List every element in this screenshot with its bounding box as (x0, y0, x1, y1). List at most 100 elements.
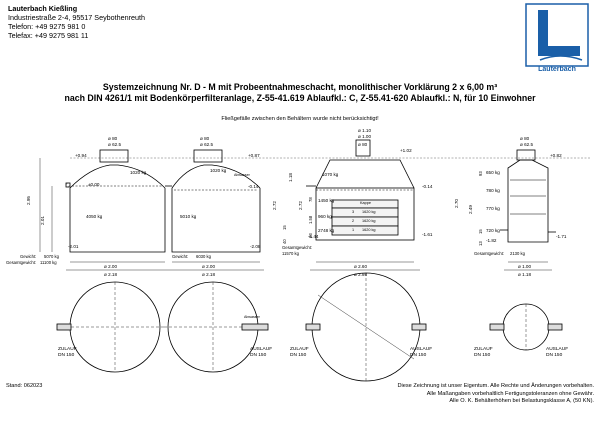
title-line-2: nach DIN 4261/1 mit Bodenkörperfilteranl… (64, 93, 536, 103)
filter-ring-3-weight: 1620 kg (362, 210, 376, 214)
tank-1-gewicht-value: 5070 kg (44, 254, 60, 259)
filter-weight-2: 1450 kg (318, 198, 335, 203)
filter-dim-80: ø 80 (358, 142, 368, 147)
plan-filter-auslauf: AUSLAUF (410, 346, 432, 352)
filter-ring-2-label: 2 (352, 219, 354, 223)
plan-shaft (489, 303, 563, 351)
filter-height-40: 40 (282, 239, 287, 244)
company-address: Industriestraße 2-4, 95517 Seybothenreut… (8, 13, 146, 22)
tank-2-wall (171, 188, 261, 253)
shaft-body (507, 159, 549, 243)
plan-shaft-auslauf-dn: DN 150 (546, 352, 563, 358)
tank-1-weight-body: 4050 kg (86, 214, 103, 219)
plan-tank-1-zulauf: ZULAUF (58, 346, 77, 352)
tank-2-cover (193, 149, 223, 163)
tank-2-dim-80: ø 80 (200, 136, 210, 141)
filter-dim-298: ø 2.98 (354, 272, 367, 277)
tank-2-dim-218: ø 2.18 (202, 272, 215, 277)
title-line-1: Systemzeichnung Nr. D - M mit Probeentna… (102, 82, 498, 92)
plan-shaft-auslauf: AUSLAUF (546, 346, 568, 352)
shaft-gesamt-value: 2130 kg (510, 251, 526, 256)
shaft-height-15: 15 (478, 229, 483, 234)
filter-dim-260: ø 2.60 (354, 264, 367, 269)
footer-line-2: Alle Maßangaben vorbehaltlich Fertigungs… (426, 390, 594, 397)
plan-shaft-zulauf: ZULAUF (474, 346, 493, 352)
shaft-height-13: 13 (478, 241, 483, 246)
shaft-cover (516, 149, 536, 161)
tank-1-weight-cone: 1020 kg (130, 170, 147, 175)
shaft-weight-1: 650 kg (486, 170, 500, 175)
tank-1-gesamt-label: Gesamtgewicht: (6, 260, 36, 265)
plan-tank-1 (56, 281, 164, 373)
filter-ring-2-weight: 1620 kg (362, 219, 376, 223)
plan-tank-2 (164, 281, 269, 373)
tank-1-dim-218: ø 2.18 (104, 272, 117, 277)
filter-weight-1: 1070 kg (322, 172, 339, 177)
tank-1-height: 2.95 (26, 196, 31, 205)
filter-dim-100: ø 1.00 (358, 134, 371, 139)
tank-2-height: 2.72 (272, 201, 277, 210)
slope-note: Fließgefälle zwischen den Behältern wurd… (221, 116, 379, 122)
filter-ring-1-label: 1 (352, 228, 354, 232)
company-fax: Telefax: +49 9275 981 11 (8, 31, 89, 40)
tank-1-section (65, 149, 166, 253)
tank-2-weight-body: 5010 kg (180, 214, 197, 219)
tank-1-dim-80: ø 80 (108, 136, 118, 141)
company-phone: Telefon: +49 9275 981 0 (8, 22, 86, 31)
tank-1-gesamt-value: 11100 kg (40, 260, 57, 265)
shaft-weight-2: 780 kg (486, 188, 500, 193)
plan-filter-auslauf-dn: DN 150 (410, 352, 427, 358)
tank-2-gewicht-value: 6030 kg (196, 254, 212, 259)
shaft-height-249: 2.49 (468, 205, 473, 214)
tank-1-level-zero: ±0.00 (88, 182, 100, 187)
plan-filter (305, 272, 427, 382)
filter-ring-cap-label: Kappe (360, 201, 371, 205)
tank-2-abwasser: Abwasser (234, 173, 251, 177)
tank-2-dim-625: ø 62.5 (200, 142, 213, 147)
drawing-title: Systemzeichnung Nr. D - M mit Probeentna… (0, 82, 600, 104)
company-name: Lauterbach Kießling (8, 4, 78, 13)
stand-date: Stand: 062023 (6, 383, 43, 389)
tank-1-gewicht-label: Gewicht: (20, 254, 36, 259)
filter-cone (315, 159, 415, 189)
filter-body (315, 187, 415, 241)
shaft-dim-100: ø 1.00 (518, 264, 531, 269)
filter-height-272: 2.72 (298, 201, 303, 210)
shaft-dim-625: ø 62.5 (520, 142, 533, 147)
tank-2-level-bottom: -2.08 (250, 244, 261, 249)
filter-height-118: 1.18 (288, 173, 293, 182)
filter-weight-3: 960 kg (318, 214, 332, 219)
plan-tank-2-auslauf: AUSLAUF (250, 346, 272, 352)
filter-height-23: 23 (308, 233, 313, 238)
filter-level-top: +1.02 (400, 148, 412, 153)
filter-height-78: 78 (308, 197, 313, 202)
tank-2-weight-cone: 1020 kg (210, 168, 227, 173)
footer-line-1: Diese Zeichnung ist unser Eigentum. Alle… (397, 383, 594, 389)
footer-notes: Diese Zeichnung ist unser Eigentum. Alle… (397, 383, 594, 406)
tank-1-level-bottom: -2.01 (68, 244, 79, 249)
filter-gesamt-label: Gesamtgewicht: (282, 245, 312, 250)
shaft-dim-118: ø 1.18 (518, 272, 531, 277)
tank-1-cover (99, 149, 129, 163)
tank-2-section (165, 149, 261, 253)
tank-1-level-top: +0.94 (75, 153, 87, 158)
filter-dim-110: ø 1.10 (358, 128, 371, 133)
filter-section (306, 139, 415, 241)
filter-cover (355, 139, 371, 157)
company-block: Lauterbach Kießling Industriestraße 2-4,… (8, 4, 145, 40)
tank-1-wall (69, 188, 166, 253)
plan-filter-zulauf: ZULAUF (290, 346, 309, 352)
shaft-level-left: -1.82 (486, 238, 497, 243)
tank-2-level-top: +0.87 (248, 153, 260, 158)
tank-1-height-2: 2.01 (40, 216, 45, 225)
filter-ring-3-label: 3 (352, 210, 354, 214)
tank-1-dim-200: ø 2.00 (104, 264, 117, 269)
shaft-dim-80: ø 80 (520, 136, 530, 141)
tank-2-gewicht-label: Gewicht: (172, 254, 188, 259)
tank-1-cone (69, 164, 166, 189)
shaft-weight-4: 720 kg (486, 228, 500, 233)
logo-text: Lauterbach (538, 66, 576, 73)
lauterbach-logo (525, 3, 589, 67)
filter-ring-1 (331, 225, 399, 236)
filter-ring-1-weight: 1620 kg (362, 228, 376, 232)
